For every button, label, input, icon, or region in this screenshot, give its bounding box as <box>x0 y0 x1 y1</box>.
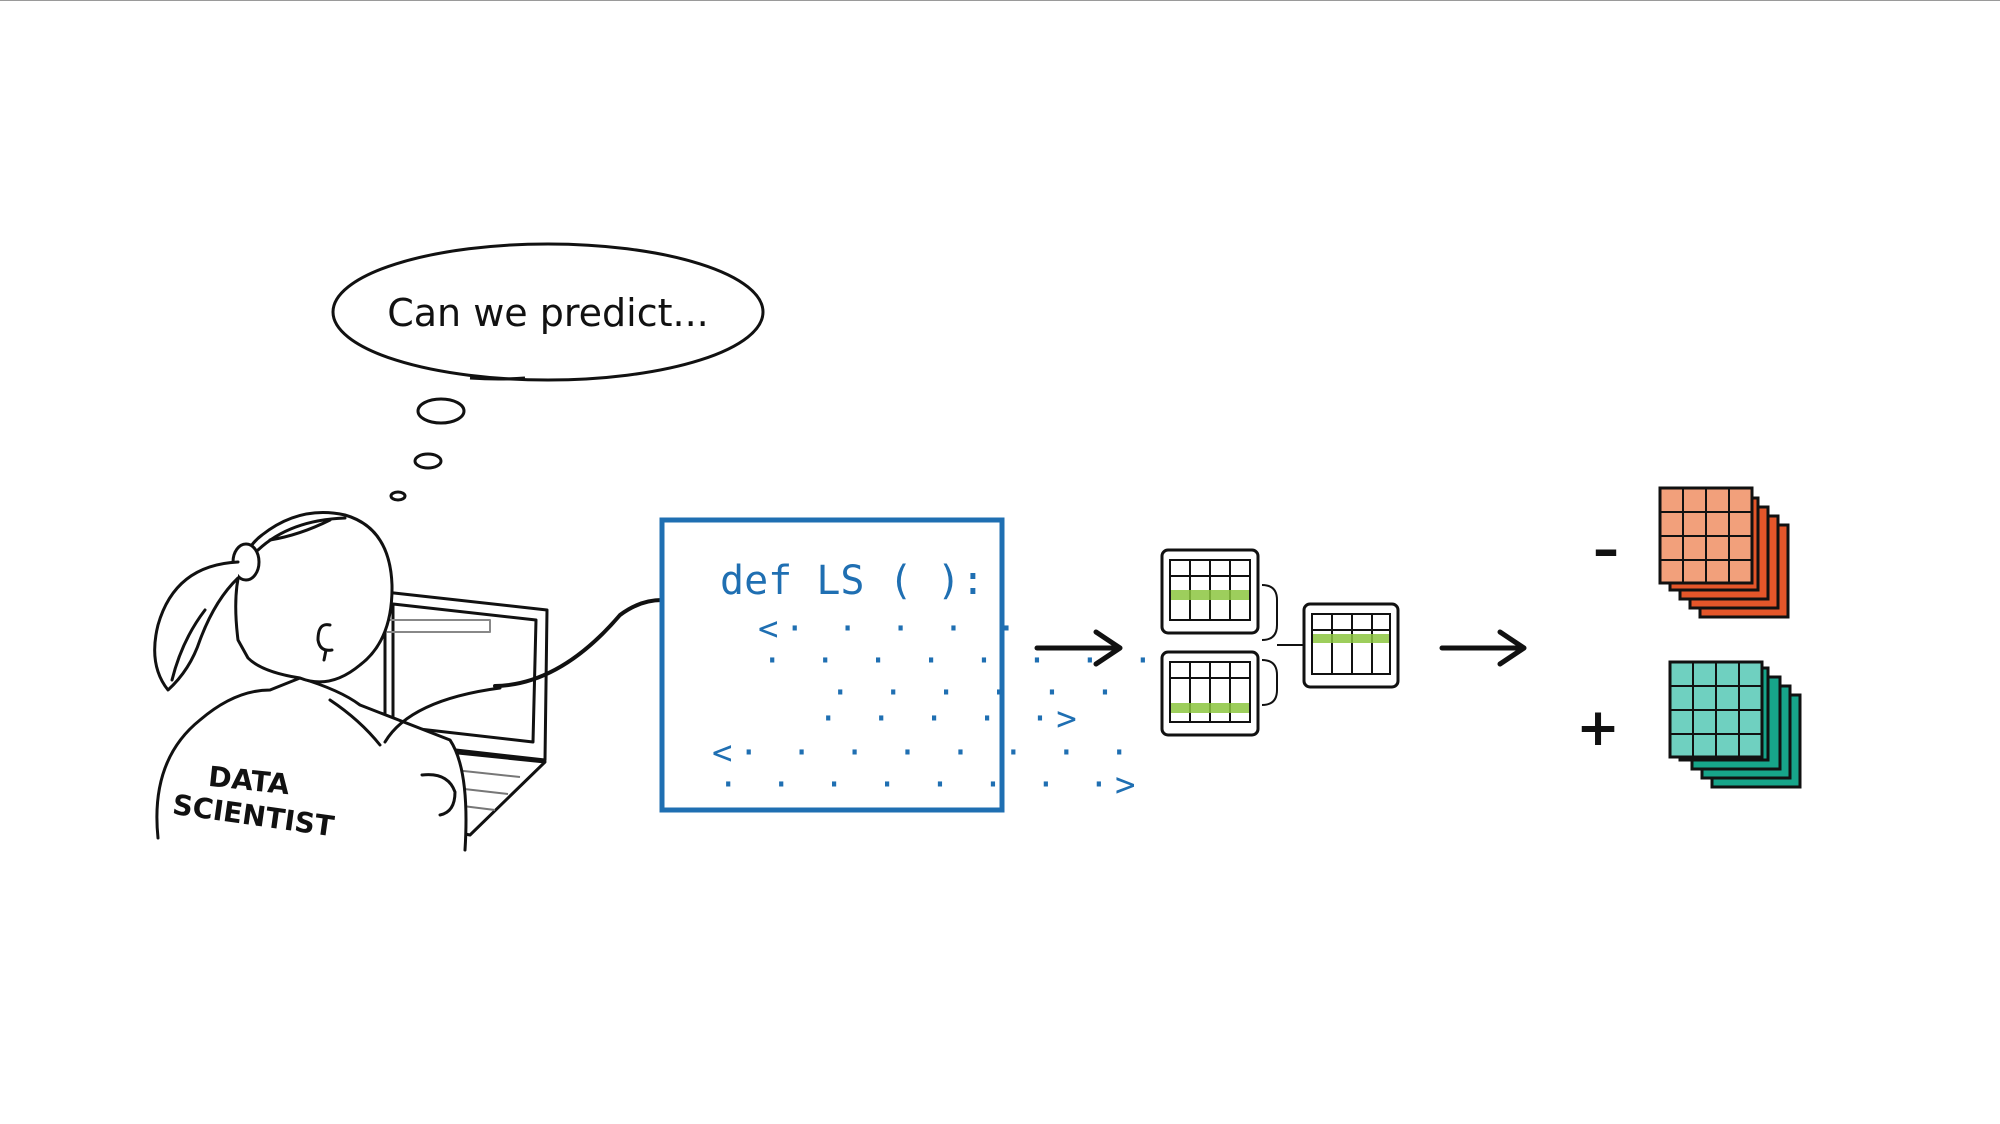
data-table-bottom <box>1160 650 1260 737</box>
code-header: def LS ( ): <box>720 558 985 604</box>
positive-sign: + <box>1576 698 1620 758</box>
code-line-3: · · · · · · <box>830 673 1121 713</box>
negative-sign: – <box>1593 520 1619 580</box>
thought-text: Can we predict... <box>387 291 709 335</box>
data-table-top <box>1160 548 1260 635</box>
data-table-merged <box>1302 602 1400 689</box>
negative-grid-stack <box>1658 486 1790 619</box>
negative-class: – <box>1593 486 1790 619</box>
thought-bubble-dot-medium <box>413 452 443 470</box>
thought-bubble-dot-small <box>389 490 407 502</box>
data-tables-group <box>1160 548 1400 737</box>
thought-bubble-dot-large <box>416 397 466 425</box>
thought-bubble: Can we predict... <box>331 242 765 502</box>
arrow-right-icon <box>1034 629 1123 667</box>
code-line-5: <· · · · · · · · <box>712 733 1136 773</box>
code-line-2: · · · · · · · · ; <box>762 641 1212 681</box>
code-line-1: <· · · · · <box>758 609 1023 649</box>
hand <box>420 773 457 817</box>
code-box: def LS ( ): <· · · · · · · · · · · · · ;… <box>659 517 1212 813</box>
code-box-frame <box>659 517 1005 813</box>
positive-grid-stack <box>1668 660 1802 789</box>
code-line-4: · · · · ·> <box>818 699 1083 739</box>
ponytail <box>153 560 240 692</box>
person-torso <box>155 676 468 852</box>
top-border-line <box>0 0 2000 1</box>
code-line-6: · · · · · · · ·> <box>718 765 1142 805</box>
person-head <box>234 511 394 684</box>
data-scientist-illustration: DATA SCIENTIST <box>153 511 664 852</box>
positive-class: + <box>1576 660 1802 789</box>
arrow-right-icon <box>1439 629 1527 667</box>
connector-cable <box>493 598 664 688</box>
